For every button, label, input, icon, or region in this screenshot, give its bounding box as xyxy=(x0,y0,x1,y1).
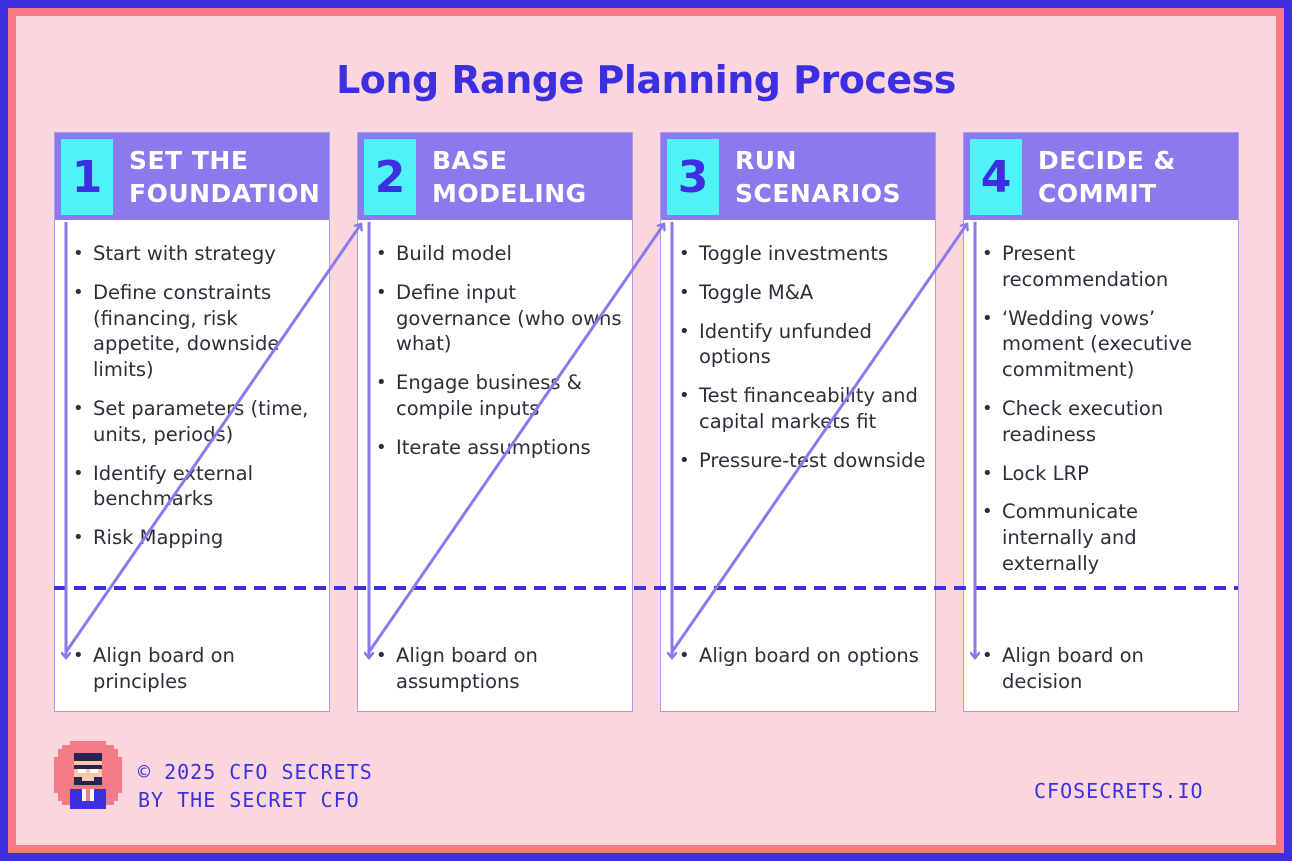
bullet-item: Pressure-test downside xyxy=(661,448,935,474)
diagonal-arrow-2-to-3 xyxy=(367,224,664,653)
step-bullet-list: Present recommendation ‘Wedding vows’ mom… xyxy=(964,241,1238,590)
step-column-4: 4 DECIDE & COMMIT Present recommendation ‘W… xyxy=(963,132,1239,712)
bullet-item: Define input governance (who owns what) xyxy=(358,280,632,357)
bullet-item: Toggle M&A xyxy=(661,280,935,306)
bullet-item: Identify unfunded options xyxy=(661,319,935,371)
step-bullet-list: Build modelDefine input governance (who … xyxy=(358,241,632,474)
diagonal-arrow-1-to-2 xyxy=(64,224,361,653)
step-title: DECIDE & COMMIT xyxy=(1038,146,1176,208)
step-number-badge: 4 xyxy=(970,139,1022,215)
pixel-avatar-icon xyxy=(54,741,122,809)
byline-text: BY THE SECRET CFO xyxy=(138,788,360,812)
step-header: 3 RUN SCENARIOS xyxy=(661,133,935,220)
board-alignment-item: Align board on principles xyxy=(55,643,329,695)
board-alignment-list: Align board on decision xyxy=(964,643,1238,708)
diagonal-arrow-3-to-4 xyxy=(670,224,967,653)
bullet-item: Start with strategy xyxy=(55,241,329,267)
bullet-item: Test financeability and capital markets … xyxy=(661,383,935,435)
board-alignment-list: Align board on assumptions xyxy=(358,643,632,708)
step-number-badge: 3 xyxy=(667,139,719,215)
bullet-item: Engage business & compile inputs xyxy=(358,370,632,422)
bullet-item: Risk Mapping xyxy=(55,525,329,551)
board-alignment-item: Align board on assumptions xyxy=(358,643,632,695)
bullet-item: Define constraints (financing, risk appe… xyxy=(55,280,329,383)
board-alignment-item: Align board on options xyxy=(661,643,935,669)
step-column-2: 2 BASE MODELING Build modelDefine input go… xyxy=(357,132,633,712)
copyright-text: © 2025 CFO SECRETS xyxy=(138,760,373,784)
step-number-badge: 1 xyxy=(61,139,113,215)
bullet-item: Toggle investments xyxy=(661,241,935,267)
step-column-3: 3 RUN SCENARIOS Toggle investmentsToggle M… xyxy=(660,132,936,712)
board-alignment-item: Align board on decision xyxy=(964,643,1238,695)
board-alignment-list: Align board on principles xyxy=(55,643,329,708)
bullet-item: Iterate assumptions xyxy=(358,435,632,461)
bullet-item: Communicate internally and externally xyxy=(964,499,1238,576)
bullet-item: Present recommendation xyxy=(964,241,1238,293)
bullet-item: ‘Wedding vows’ moment (executive commitm… xyxy=(964,306,1238,383)
bullet-item: Set parameters (time, units, periods) xyxy=(55,396,329,448)
step-number-badge: 2 xyxy=(364,139,416,215)
step-bullet-list: Start with strategyDefine constraints (f… xyxy=(55,241,329,564)
board-alignment-list: Align board on options xyxy=(661,643,935,682)
step-bullet-list: Toggle investmentsToggle M&A Identify unf… xyxy=(661,241,935,487)
bullet-item: Check execution readiness xyxy=(964,396,1238,448)
step-column-1: 1 SET THE FOUNDATION Start with strategyDe… xyxy=(54,132,330,712)
step-title: SET THE FOUNDATION xyxy=(129,146,321,208)
site-link[interactable]: CFOSECRETS.IO xyxy=(1034,779,1204,803)
bullet-item: Identify external benchmarks xyxy=(55,461,329,513)
step-header: 2 BASE MODELING xyxy=(358,133,632,220)
page-title: Long Range Planning Process xyxy=(336,58,956,102)
step-header: 1 SET THE FOUNDATION xyxy=(55,133,329,220)
bullet-item: Build model xyxy=(358,241,632,267)
step-title: BASE MODELING xyxy=(432,146,587,208)
bullet-item: Lock LRP xyxy=(964,461,1238,487)
step-header: 4 DECIDE & COMMIT xyxy=(964,133,1238,220)
step-title: RUN SCENARIOS xyxy=(735,146,902,208)
